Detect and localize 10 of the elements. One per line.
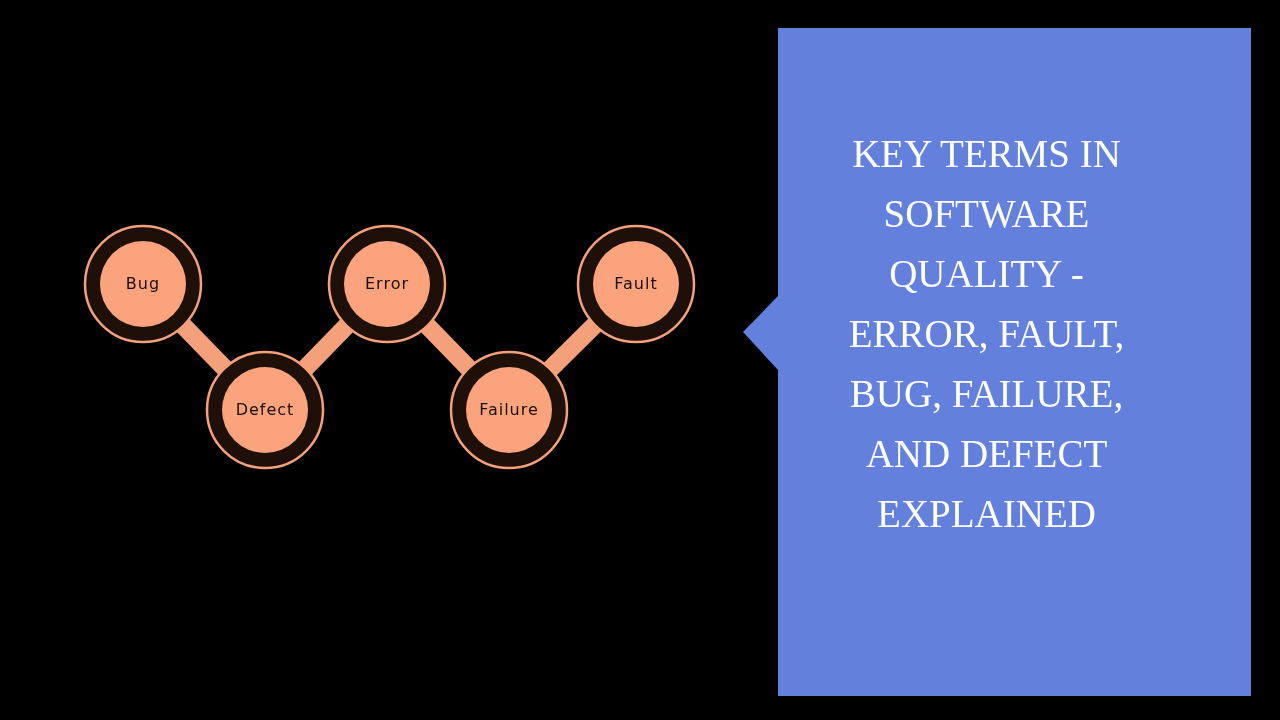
node-label: Defect [234,400,296,419]
node-label: Failure [478,400,540,419]
callout-title: KEY TERMS IN SOFTWARE QUALITY - ERROR, FAULT, BUG, FAILURE, AND DEFECT EXPLAINED [847,131,1126,537]
node-label: Fault [613,274,659,293]
node-label: Bug [124,274,162,293]
connector-band [543,318,602,376]
connector-band [298,319,354,375]
connector-band [420,319,476,375]
node-label: Error [364,274,410,293]
connector-band [176,319,232,375]
